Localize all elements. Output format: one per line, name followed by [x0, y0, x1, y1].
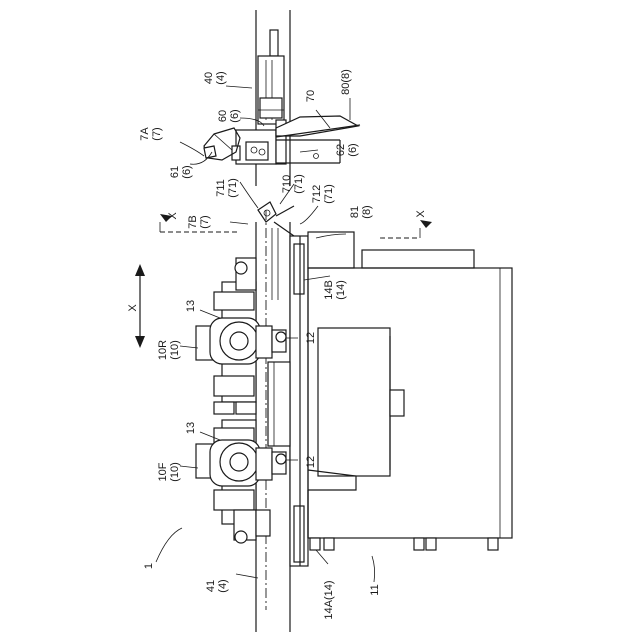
- label-12-lower: 12: [305, 456, 317, 468]
- label-62-sub: (6): [347, 143, 359, 156]
- label-section-x-right: X: [415, 210, 427, 218]
- label-60: 60: [217, 110, 229, 122]
- label-710: 710: [281, 175, 293, 193]
- label-10R: 10R: [157, 340, 169, 360]
- label-80: 80(8): [340, 69, 352, 95]
- label-12-upper: 12: [305, 332, 317, 344]
- label-section-x-left: X: [167, 212, 179, 220]
- label-61-sub: (6): [181, 165, 193, 178]
- label-7A-sub: (7): [151, 127, 163, 140]
- label-81-sub: (8): [361, 205, 373, 218]
- base-11: [308, 232, 512, 550]
- label-11: 11: [369, 584, 381, 595]
- label-14B: 14B: [323, 280, 335, 300]
- label-14B-sub: (14): [335, 280, 347, 300]
- label-41-sub: (4): [217, 579, 229, 592]
- label-13-upper: 13: [185, 300, 197, 312]
- label-7A: 7A: [139, 127, 151, 141]
- label-13-lower: 13: [185, 422, 197, 434]
- label-10F-sub: (10): [169, 462, 181, 482]
- hand-7B: [258, 202, 294, 236]
- label-7B-sub: (7): [199, 215, 211, 228]
- label-711: 711: [215, 179, 227, 197]
- label-62: 62: [335, 144, 347, 156]
- label-70: 70: [305, 90, 317, 102]
- label-712: 712: [311, 185, 323, 203]
- mid-coupling: [268, 362, 290, 446]
- label-7B: 7B: [187, 215, 199, 228]
- label-711-sub: (71): [227, 178, 239, 198]
- label-61: 61: [169, 166, 181, 178]
- label-1: 1: [143, 563, 155, 569]
- label-81: 81: [349, 206, 361, 218]
- label-40: 40: [203, 72, 215, 84]
- column-81-14: [290, 236, 308, 566]
- label-direction-x: X: [127, 304, 139, 312]
- label-14A: 14A(14): [323, 580, 335, 619]
- label-10R-sub: (10): [169, 340, 181, 360]
- label-60-sub: (6): [229, 109, 241, 122]
- label-10F: 10F: [157, 462, 169, 481]
- label-710-sub: (71): [293, 174, 305, 194]
- label-41: 41: [205, 580, 217, 592]
- label-712-sub: (71): [323, 184, 335, 204]
- label-40-sub: (4): [215, 71, 227, 84]
